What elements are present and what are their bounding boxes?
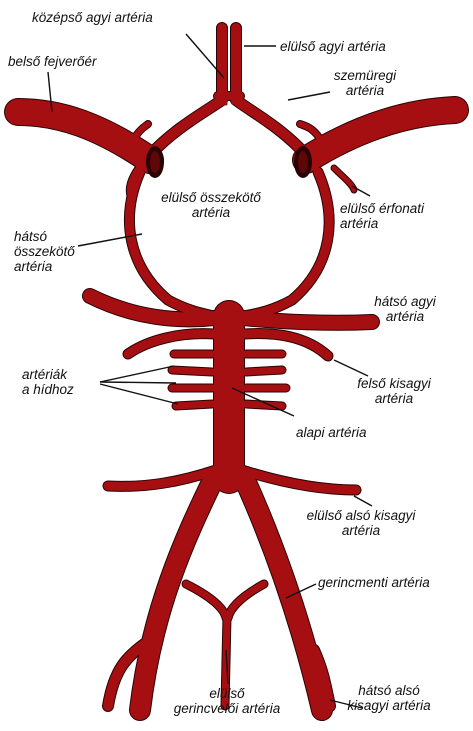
label-hatso-also-kisagyi-line2: kisagyi artéria	[326, 698, 452, 713]
label-arteriak-hidhoz-line2: a hídhoz	[22, 382, 74, 397]
posterior-cerebral-right	[244, 318, 372, 323]
label-elulso-agyi-arteria: elülső agyi artéria	[280, 39, 386, 54]
label-kozepso-agyi-arteria: középső agyi artéria	[32, 10, 153, 25]
label-elulso-erfonati-line1: elülső érfonati	[340, 201, 424, 216]
label-elulso-also-kisagyi-line2: artéria	[286, 523, 436, 538]
anterior-cerebral-left-outline	[150, 28, 222, 155]
internal-carotid-right	[306, 110, 455, 160]
label-szemuregi-arteria: szemüregi artéria	[320, 68, 410, 98]
label-hatso-also-kisagyi-arteria: hátsó alsó kisagyi artéria	[326, 683, 452, 713]
label-elulso-osszekoto-arteria: elülső összekötő artéria	[146, 190, 276, 220]
label-elulso-also-kisagyi-arteria: elülső alsó kisagyi artéria	[286, 508, 436, 538]
label-elulso-gerincveloi-line2: gerincvelői artéria	[152, 701, 302, 716]
carotid-cross-section-left	[146, 146, 164, 178]
label-belso-fejvero: belső fejverőér	[8, 54, 97, 69]
artery-vessels	[18, 28, 455, 710]
label-alapi-arteria: alapi artéria	[296, 425, 367, 440]
anterior-cerebral-left	[150, 28, 222, 155]
internal-carotid-left	[18, 112, 150, 160]
label-elulso-gerincveloi-arteria: elülső gerincvelői artéria	[152, 686, 302, 716]
leader-pons-1	[100, 366, 174, 382]
label-hatso-osszekoto-line2: összekötő	[14, 244, 75, 259]
anterior-choroidal-right	[334, 168, 354, 190]
label-elulso-osszekoto-line2: artéria	[146, 205, 276, 220]
label-gerincmenti-arteria: gerincmenti artéria	[318, 575, 430, 590]
leader-elulso-also-kisagyi	[354, 496, 372, 506]
label-hatso-agyi-line1: hátsó agyi	[360, 294, 450, 309]
label-felso-kisagyi-line2: artéria	[344, 391, 444, 406]
label-elulso-gerincveloi-line1: elülső	[152, 686, 302, 701]
label-hatso-agyi-arteria: hátsó agyi artéria	[360, 294, 450, 324]
label-elulso-erfonati-arteria: elülső érfonati artéria	[340, 201, 424, 231]
label-hatso-agyi-line2: artéria	[360, 309, 450, 324]
label-szemuregi-line1: szemüregi	[320, 68, 410, 83]
pontine-4-right	[246, 404, 282, 406]
label-hatso-also-kisagyi-line1: hátsó alsó	[326, 683, 452, 698]
leader-pons-2	[100, 382, 176, 383]
label-elulso-erfonati-line2: artéria	[340, 216, 424, 231]
label-felso-kisagyi-line1: felső kisagyi	[344, 376, 444, 391]
pontine-2-right	[246, 370, 282, 372]
carotid-cross-section-right	[294, 146, 312, 178]
label-hatso-osszekoto-line3: artéria	[14, 259, 75, 274]
label-hatso-osszekoto-line1: hátsó	[14, 229, 75, 244]
label-felso-kisagyi-arteria: felső kisagyi artéria	[344, 376, 444, 406]
label-arteriak-a-hidhoz: artériák a hídhoz	[22, 367, 74, 397]
pontine-2-left	[172, 370, 212, 372]
leader-pons-3	[100, 384, 178, 404]
label-hatso-osszekoto-arteria: hátsó összekötő artéria	[14, 229, 75, 274]
label-elulso-osszekoto-line1: elülső összekötő	[146, 190, 276, 205]
pontine-4-left	[176, 404, 212, 406]
label-szemuregi-line2: artéria	[320, 83, 410, 98]
leader-felso-kisagyi	[334, 360, 368, 376]
label-elulso-also-kisagyi-line1: elülső alsó kisagyi	[286, 508, 436, 523]
label-arteriak-hidhoz-line1: artériák	[22, 367, 74, 382]
